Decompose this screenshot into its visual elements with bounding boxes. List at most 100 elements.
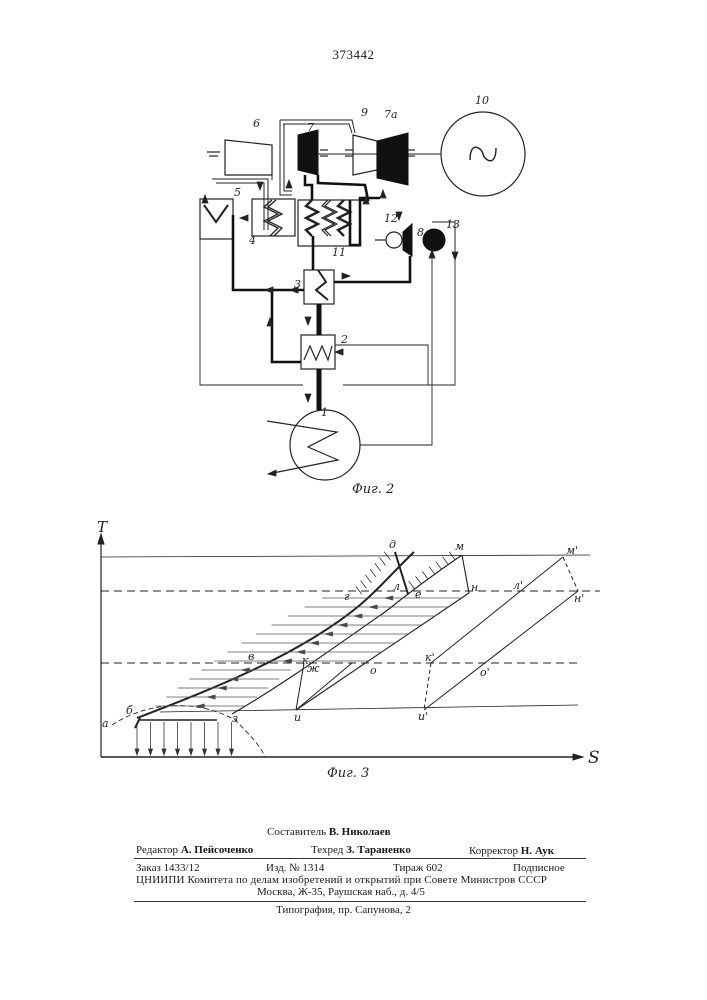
label-8: 8	[417, 226, 424, 239]
point-a: а	[102, 717, 109, 730]
techred-line: Техред З. Тараненко	[311, 844, 411, 856]
label-12: 12	[384, 212, 398, 225]
circulation: Тираж 602	[393, 862, 443, 874]
arrow-left-icon	[339, 622, 348, 628]
heat-in-tick	[415, 576, 422, 585]
heat-in-tick	[383, 551, 391, 560]
printer: Типография, пр. Сапунова, 2	[276, 904, 411, 916]
label-7a: 7а	[384, 108, 398, 121]
point-z: з	[232, 712, 238, 725]
arrow-left-icon	[283, 658, 292, 664]
order-number: Заказ 1433/12	[136, 862, 200, 874]
arrow-down-icon	[134, 748, 140, 757]
arrow-down-icon	[304, 316, 312, 327]
label-9: 9	[361, 106, 368, 119]
arrow-left-icon	[207, 694, 216, 700]
arrow-down-icon	[188, 748, 194, 757]
heat-in-tick	[448, 551, 456, 561]
arrow-left-icon	[241, 667, 250, 673]
heat-in-tick	[428, 566, 436, 575]
heat-exchanger-4	[251, 198, 296, 237]
arrow-up-icon	[285, 178, 293, 189]
arrow-down-icon	[147, 748, 154, 757]
point-n: н	[471, 581, 478, 594]
arrow-right-icon	[263, 286, 274, 294]
label-13: 13	[446, 218, 460, 231]
arrow-up-icon	[266, 316, 274, 327]
arrow-left-icon	[238, 214, 249, 222]
point-m: м	[455, 540, 464, 553]
patent-number: 373442	[332, 47, 375, 62]
arrow-down-icon	[174, 748, 181, 757]
curve-z-m	[231, 554, 463, 715]
arrow-left-icon	[310, 640, 319, 646]
label-10: 10	[475, 94, 489, 107]
axis-label-s: S	[588, 748, 600, 768]
divider	[134, 858, 586, 859]
point-o: о	[370, 664, 377, 677]
arrow-left-icon	[384, 595, 394, 601]
pump-13	[422, 228, 446, 252]
point-l-prime: л'	[513, 579, 523, 592]
subscription: Подписное	[513, 862, 565, 874]
heat-in-tick	[408, 580, 416, 590]
heat-in-tick	[379, 557, 386, 566]
arrow-left-icon	[196, 703, 205, 709]
turbine-7a	[376, 132, 409, 186]
figure-2-caption: Фиг. 2	[352, 482, 394, 497]
point-e: е	[415, 588, 422, 601]
heat-in-tick	[435, 561, 443, 570]
arrow-left-icon	[266, 469, 277, 477]
arrow-down-icon	[451, 251, 459, 262]
figure-3-caption: Фиг. 3	[327, 766, 369, 781]
heat-in-tick	[421, 571, 429, 580]
label-1: 1	[321, 406, 328, 419]
arrow-left-icon	[218, 685, 227, 691]
heat-in-tick	[374, 563, 382, 572]
label-11: 11	[332, 246, 346, 259]
corrector-line: Корректор Н. Аук	[469, 845, 555, 857]
heat-in-tick	[360, 580, 367, 589]
point-d: д	[389, 538, 396, 551]
point-n-prime: н'	[574, 592, 584, 605]
arrow-down-icon	[395, 211, 403, 222]
organization: ЦНИИПИ Комитета по делам изобретений и о…	[136, 874, 548, 886]
arrow-left-icon	[369, 604, 378, 610]
heat-in-tick	[442, 556, 449, 565]
arrow-left-icon	[333, 348, 344, 356]
label-2: 2	[340, 333, 348, 346]
arrow-left-icon	[324, 631, 334, 637]
arrow-up-icon	[428, 248, 436, 259]
arrow-up-icon	[201, 193, 209, 204]
arrow-down-icon	[256, 181, 264, 192]
edition-number: Изд. № 1314	[266, 862, 325, 874]
arrow-down-icon	[161, 748, 167, 757]
label-6: 6	[253, 117, 260, 130]
arrow-left-icon	[296, 649, 306, 655]
ac-symbol-icon	[469, 146, 497, 162]
arrow-up-icon	[379, 188, 387, 199]
point-i-prime: и'	[418, 710, 428, 723]
arrow-down-icon	[304, 393, 312, 404]
arrow-up-icon	[362, 194, 370, 205]
divider	[134, 901, 586, 902]
curve-b-d	[136, 551, 415, 719]
point-k: к	[302, 654, 309, 667]
heat-in-tick	[355, 586, 363, 595]
arrow-left-icon	[229, 676, 239, 682]
arrow-down-icon	[228, 748, 235, 757]
point-l: л	[393, 580, 400, 593]
label-7: 7	[307, 121, 314, 134]
arrow-down-icon	[215, 748, 221, 757]
point-m-prime: м'	[566, 544, 578, 557]
point-i: и	[294, 711, 301, 724]
heat-in-tick	[369, 568, 377, 578]
label-4: 4	[248, 234, 256, 247]
arrow-left-icon	[341, 272, 352, 280]
point-o-prime: о'	[480, 666, 490, 679]
point-g: г	[344, 590, 350, 603]
address: Москва, Ж-35, Раушская наб., д. 4/5	[257, 886, 425, 898]
label-3: 3	[294, 278, 301, 291]
compressor-8	[402, 222, 413, 257]
